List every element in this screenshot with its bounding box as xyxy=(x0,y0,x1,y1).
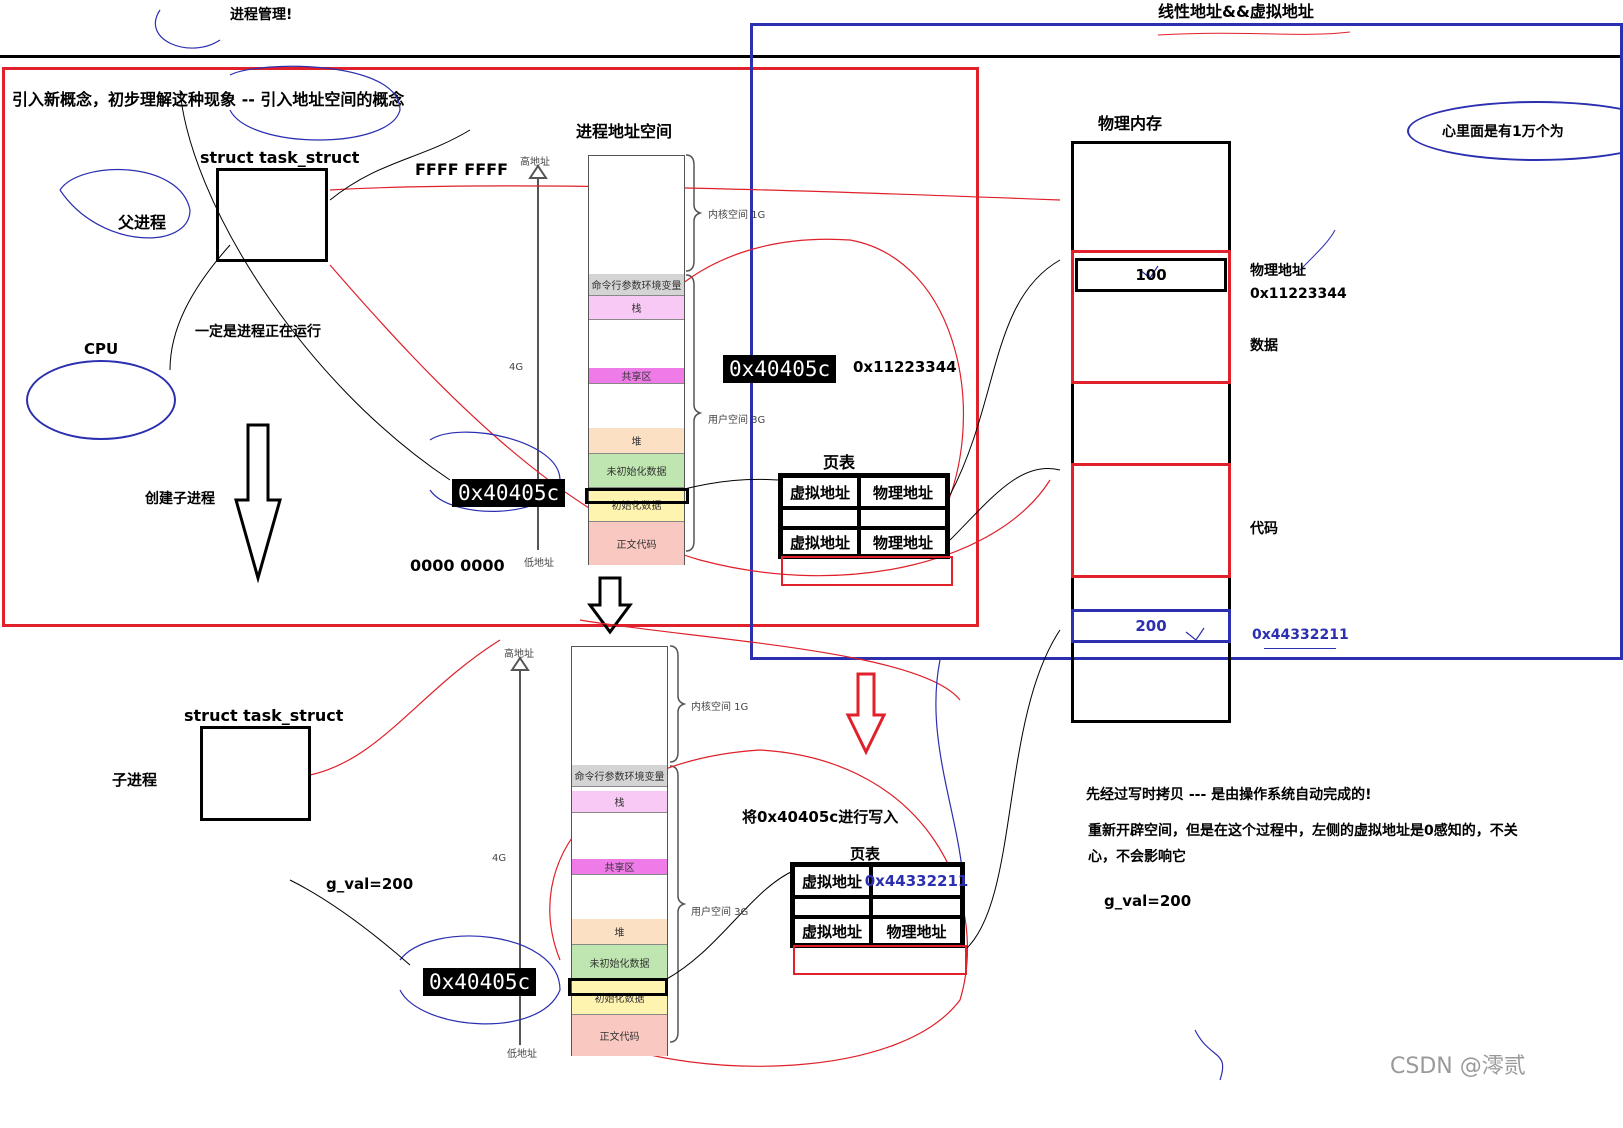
child-segment-heap: 堆 xyxy=(572,919,667,945)
red-down-arrow xyxy=(845,672,887,756)
child-segment-shared: 共享区 xyxy=(572,859,667,875)
parent-virtual-address: 0x40405c xyxy=(452,479,566,507)
child-high-address-label: 高地址 xyxy=(504,649,534,660)
physical-memory-block xyxy=(1071,141,1231,723)
cpu-label: CPU xyxy=(84,340,119,358)
segment-bss: 未初始化数据 xyxy=(589,454,684,488)
low-hex-label: 0000 0000 xyxy=(410,556,505,575)
child-page-table: 虚拟地址 0x44332211 虚拟地址 物理地址 xyxy=(790,862,968,948)
child-size-4g-label: 4G xyxy=(492,853,507,864)
parent-pt-empty-left xyxy=(781,508,859,528)
address-space-title: 进程地址空间 xyxy=(576,122,673,141)
parent-pt-row2-physical: 物理地址 xyxy=(859,528,947,556)
parent-pt-row1-physical: 物理地址 xyxy=(859,476,947,508)
physical-value-bottom: 200 xyxy=(1135,617,1167,635)
parent-address-space: 命令行参数环境变量 栈 共享区 堆 未初始化数据 初始化数据 正文代码 xyxy=(588,155,685,565)
child-gval-label: g_val=200 xyxy=(326,875,414,893)
child-pt-row2-virtual: 虚拟地址 xyxy=(793,917,871,945)
child-struct-label: struct task_struct xyxy=(184,706,344,725)
parent-struct-label: struct task_struct xyxy=(200,148,360,167)
child-low-address-label: 低地址 xyxy=(507,1049,537,1060)
physical-cell-200: 200 xyxy=(1071,609,1231,643)
running-label: 一定是进程正在运行 xyxy=(195,324,321,340)
child-address-space: 命令行参数环境变量 栈 共享区 堆 未初始化数据 初始化数据 正文代码 xyxy=(571,646,668,1056)
low-address-label: 低地址 xyxy=(524,558,554,569)
parent-pt-row2-virtual: 虚拟地址 xyxy=(781,528,859,556)
data-label: 数据 xyxy=(1250,338,1278,354)
segment-heap: 堆 xyxy=(589,428,684,454)
child-segment-args-env: 命令行参数环境变量 xyxy=(572,765,667,787)
segment-stack: 栈 xyxy=(589,296,684,320)
child-pt-row1-physical: 0x44332211 xyxy=(865,865,968,897)
physical-data-region xyxy=(1071,250,1231,384)
thought-bubble-text: 心里面是有1万个为 xyxy=(1442,124,1564,140)
parent-pt-row1-virtual: 虚拟地址 xyxy=(781,476,859,508)
child-segment-bss: 未初始化数据 xyxy=(572,945,667,981)
parent-page-table-extra-row xyxy=(781,556,953,586)
high-hex-label: FFFF FFFF xyxy=(415,160,509,179)
top-divider xyxy=(0,55,1623,58)
parent-page-table: 虚拟地址 物理地址 虚拟地址 物理地址 xyxy=(778,473,950,559)
child-page-table-extra-row xyxy=(793,945,967,975)
physical-cell-100: 100 xyxy=(1075,258,1227,292)
create-child-label: 创建子进程 xyxy=(145,491,215,507)
phys-addr-bottom: 0x44332211 xyxy=(1252,627,1349,643)
process-management-note: 进程管理! xyxy=(230,7,293,23)
physical-memory-title: 物理内存 xyxy=(1098,114,1163,133)
parent-phys-value: 0x11223344 xyxy=(853,358,957,376)
child-pt-empty-left xyxy=(793,897,871,917)
child-kernel-space-label: 内核空间 1G xyxy=(691,702,749,713)
child-segment-stack: 栈 xyxy=(572,791,667,813)
child-virtual-address: 0x40405c xyxy=(423,968,537,996)
intro-text: 引入新概念，初步理解这种现象 -- 引入地址空间的概念 xyxy=(12,90,405,109)
write-note: 将0x40405c进行写入 xyxy=(742,808,899,826)
phys-addr-bottom-underline xyxy=(1264,648,1336,649)
page-title: 线性地址&&虚拟地址 xyxy=(1158,2,1314,21)
physical-code-region xyxy=(1071,463,1231,578)
child-pt-row2-physical: 物理地址 xyxy=(871,917,962,945)
child-gval-slot xyxy=(568,978,668,996)
segment-shared: 共享区 xyxy=(589,368,684,384)
gval-right-label: g_val=200 xyxy=(1104,892,1192,910)
realloc-note-line2: 心，不会影响它 xyxy=(1088,849,1186,865)
csdn-watermark: CSDN @澪贰 xyxy=(1390,1054,1526,1079)
child-task-struct-box xyxy=(200,726,311,821)
parent-task-struct-box xyxy=(216,168,328,262)
code-label: 代码 xyxy=(1250,521,1278,537)
parent-frame xyxy=(2,67,979,627)
kernel-space-label: 内核空间 1G xyxy=(708,210,766,221)
linear-address-frame xyxy=(750,23,1623,660)
parent-page-table-title: 页表 xyxy=(823,453,856,472)
user-space-label: 用户空间 3G xyxy=(708,415,766,426)
child-pt-empty-right xyxy=(871,897,962,917)
realloc-note-line1: 重新开辟空间，但是在这个过程中，左侧的虚拟地址是0感知的，不关 xyxy=(1088,823,1518,839)
size-4g-label: 4G xyxy=(509,362,524,373)
thought-bubble xyxy=(1407,101,1623,161)
physical-value-top: 100 xyxy=(1135,266,1167,284)
child-segment-data: 初始化数据 xyxy=(572,981,667,1015)
high-address-label: 高地址 xyxy=(520,157,550,168)
child-page-table-title: 页表 xyxy=(850,845,881,863)
parent-pt-empty-right xyxy=(859,508,947,528)
copy-on-write-note: 先经过写时拷贝 --- 是由操作系统自动完成的! xyxy=(1086,787,1372,803)
down-to-child-arrow xyxy=(587,576,633,635)
create-child-arrow xyxy=(234,423,282,584)
child-label: 子进程 xyxy=(112,771,158,789)
segment-data: 初始化数据 xyxy=(589,488,684,522)
child-pt-row1-virtual: 虚拟地址 xyxy=(793,865,871,897)
child-segment-text: 正文代码 xyxy=(572,1015,667,1056)
parent-gval-slot xyxy=(585,488,689,504)
parent-label: 父进程 xyxy=(118,213,167,232)
segment-args-env: 命令行参数环境变量 xyxy=(589,274,684,296)
segment-text: 正文代码 xyxy=(589,522,684,565)
phys-addr-top: 0x11223344 xyxy=(1250,286,1347,302)
child-user-space-label: 用户空间 3G xyxy=(691,907,749,918)
cpu-ellipse xyxy=(26,360,176,440)
phys-addr-label: 物理地址 xyxy=(1250,263,1306,279)
page-table-virtual-address: 0x40405c xyxy=(723,355,837,383)
